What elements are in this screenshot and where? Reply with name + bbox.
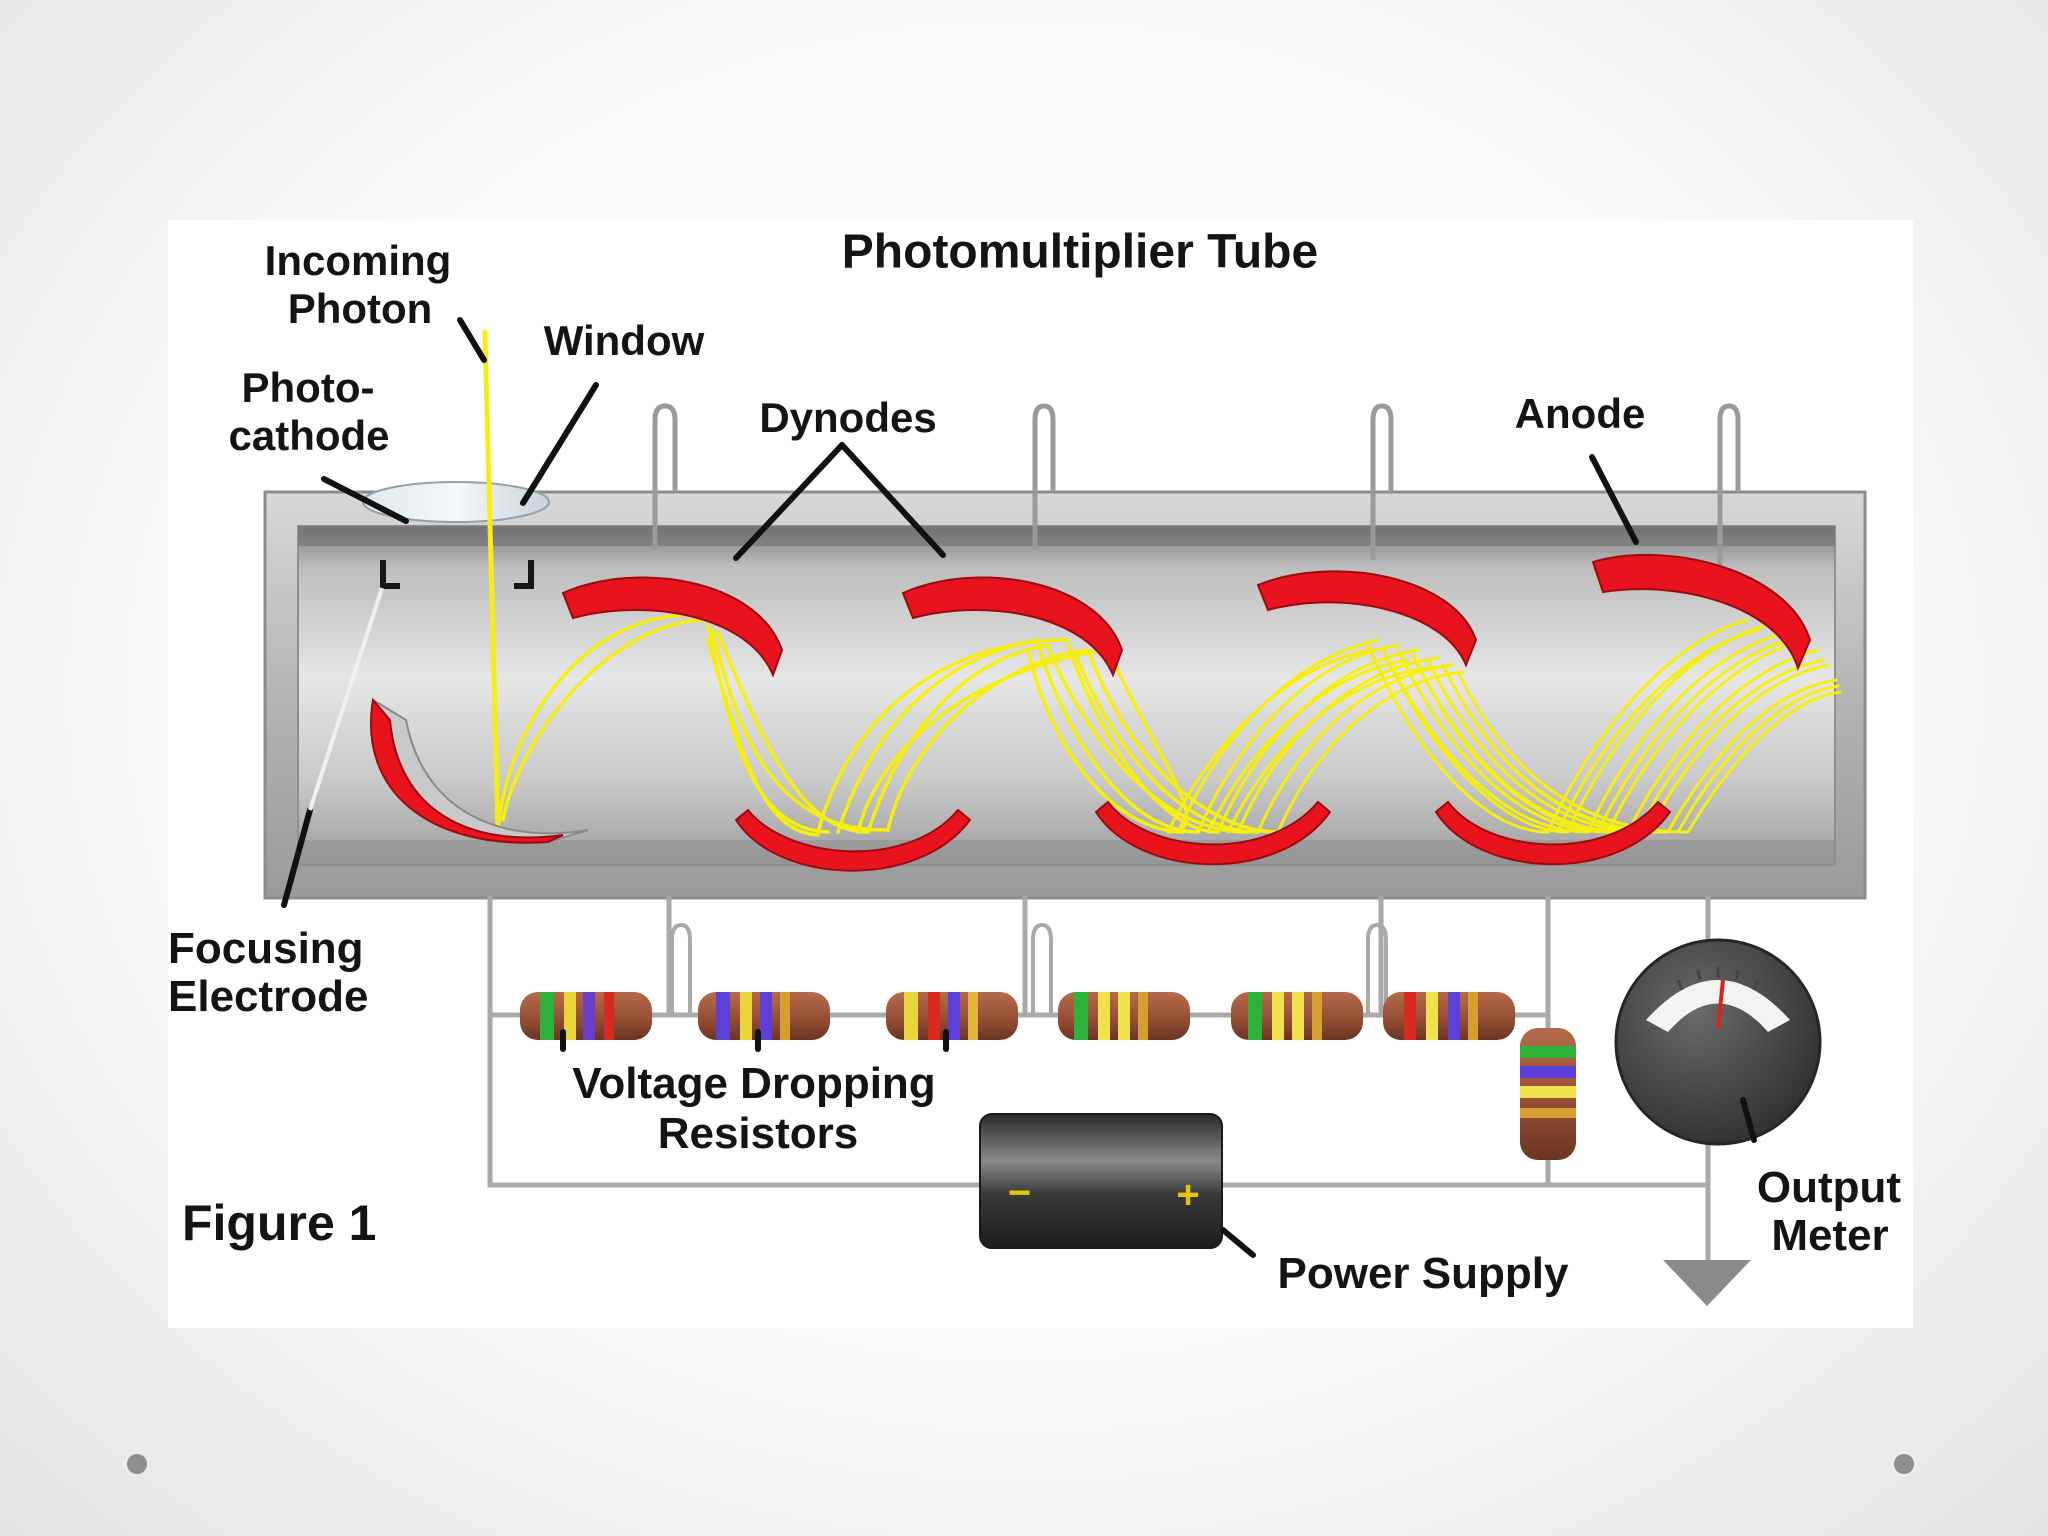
label-incoming-photon-line2: Photon: [288, 285, 433, 332]
resistor-2: [698, 992, 830, 1040]
label-window: Window: [544, 317, 705, 364]
resistor-1: [520, 992, 652, 1040]
resistor-4: [1058, 992, 1190, 1040]
label-voltage-dropping-resistors-line1: Voltage Dropping: [572, 1059, 935, 1108]
focusing-electrode-bracket: [380, 560, 534, 589]
label-dynodes: Dynodes: [759, 394, 936, 441]
label-photocathode-line2: cathode: [228, 412, 389, 459]
resistor-vertical: [1520, 1028, 1576, 1160]
slide-bullet-left: [127, 1454, 147, 1474]
diagram-title: Photomultiplier Tube: [842, 226, 1318, 279]
label-output-meter-line2: Meter: [1771, 1211, 1888, 1260]
ground-arrow: [1663, 1260, 1751, 1306]
label-output-meter-line1: Output: [1757, 1163, 1902, 1212]
label-anode: Anode: [1515, 390, 1646, 437]
resistor-6: [1383, 992, 1515, 1040]
output-meter: [1614, 938, 1822, 1146]
diagram-labels: Incoming Photon Photo- cathode Window Dy…: [168, 237, 1901, 1298]
photon-paths: [482, 329, 1280, 837]
diagram-panel: Photomultiplier Tube: [168, 220, 1913, 1328]
battery-negative-sign: −: [1008, 1171, 1031, 1215]
top-pins: [652, 403, 1741, 565]
resistor-3: [886, 992, 1018, 1040]
battery-positive-sign: +: [1176, 1173, 1199, 1217]
resistors: [520, 992, 1576, 1160]
focusing-electrode-pointer: [308, 587, 384, 811]
figure-label: Figure 1: [182, 1195, 376, 1251]
label-focusing-electrode-line2: Electrode: [168, 972, 369, 1021]
circuit-wiring: [487, 896, 1711, 1268]
resistor-5: [1231, 992, 1363, 1040]
label-power-supply: Power Supply: [1278, 1249, 1569, 1298]
label-voltage-dropping-resistors-line2: Resistors: [658, 1109, 859, 1158]
dynodes: [370, 553, 1812, 872]
leader-lines: [281, 317, 1757, 1258]
label-focusing-electrode-line1: Focusing: [168, 924, 364, 973]
label-incoming-photon-line1: Incoming: [265, 237, 452, 284]
photomultiplier-diagram: Photomultiplier Tube: [168, 226, 1901, 1306]
battery: − +: [979, 1113, 1223, 1249]
label-photocathode-line1: Photo-: [242, 364, 375, 411]
slide-bullet-right: [1894, 1454, 1914, 1474]
